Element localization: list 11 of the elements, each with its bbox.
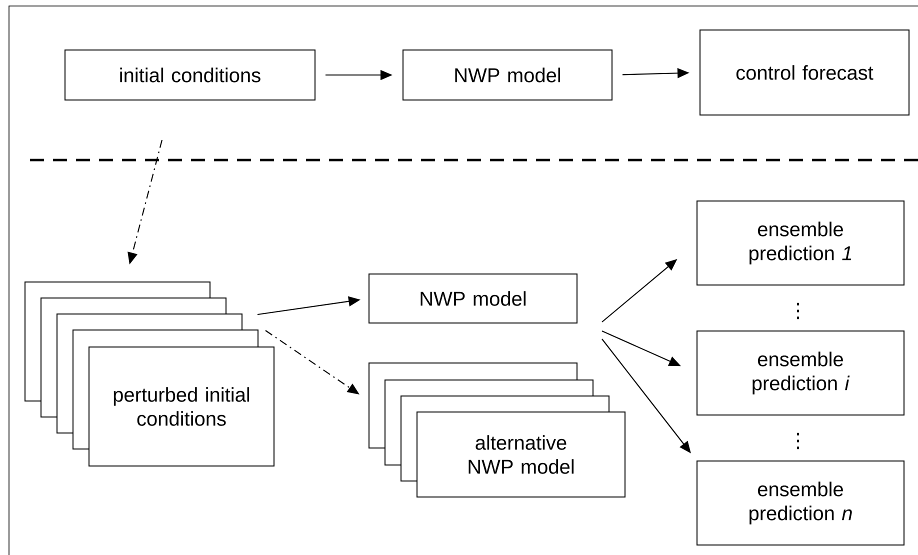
process-box: initial conditions	[64, 50, 316, 100]
process-box: control forecast	[700, 30, 910, 116]
box-stack: alternative NWP model	[368, 362, 626, 498]
process-box: ensemble prediction n	[696, 460, 904, 546]
process-box: ensemble prediction 1	[696, 200, 904, 286]
ellipsis: ⋮	[796, 302, 800, 320]
process-box: ensemble prediction i	[696, 330, 904, 416]
ellipsis: ⋮	[796, 432, 800, 450]
box-stack: perturbed initial conditions	[24, 282, 274, 466]
process-box: NWP model	[402, 50, 612, 100]
process-box: NWP model	[368, 274, 578, 324]
